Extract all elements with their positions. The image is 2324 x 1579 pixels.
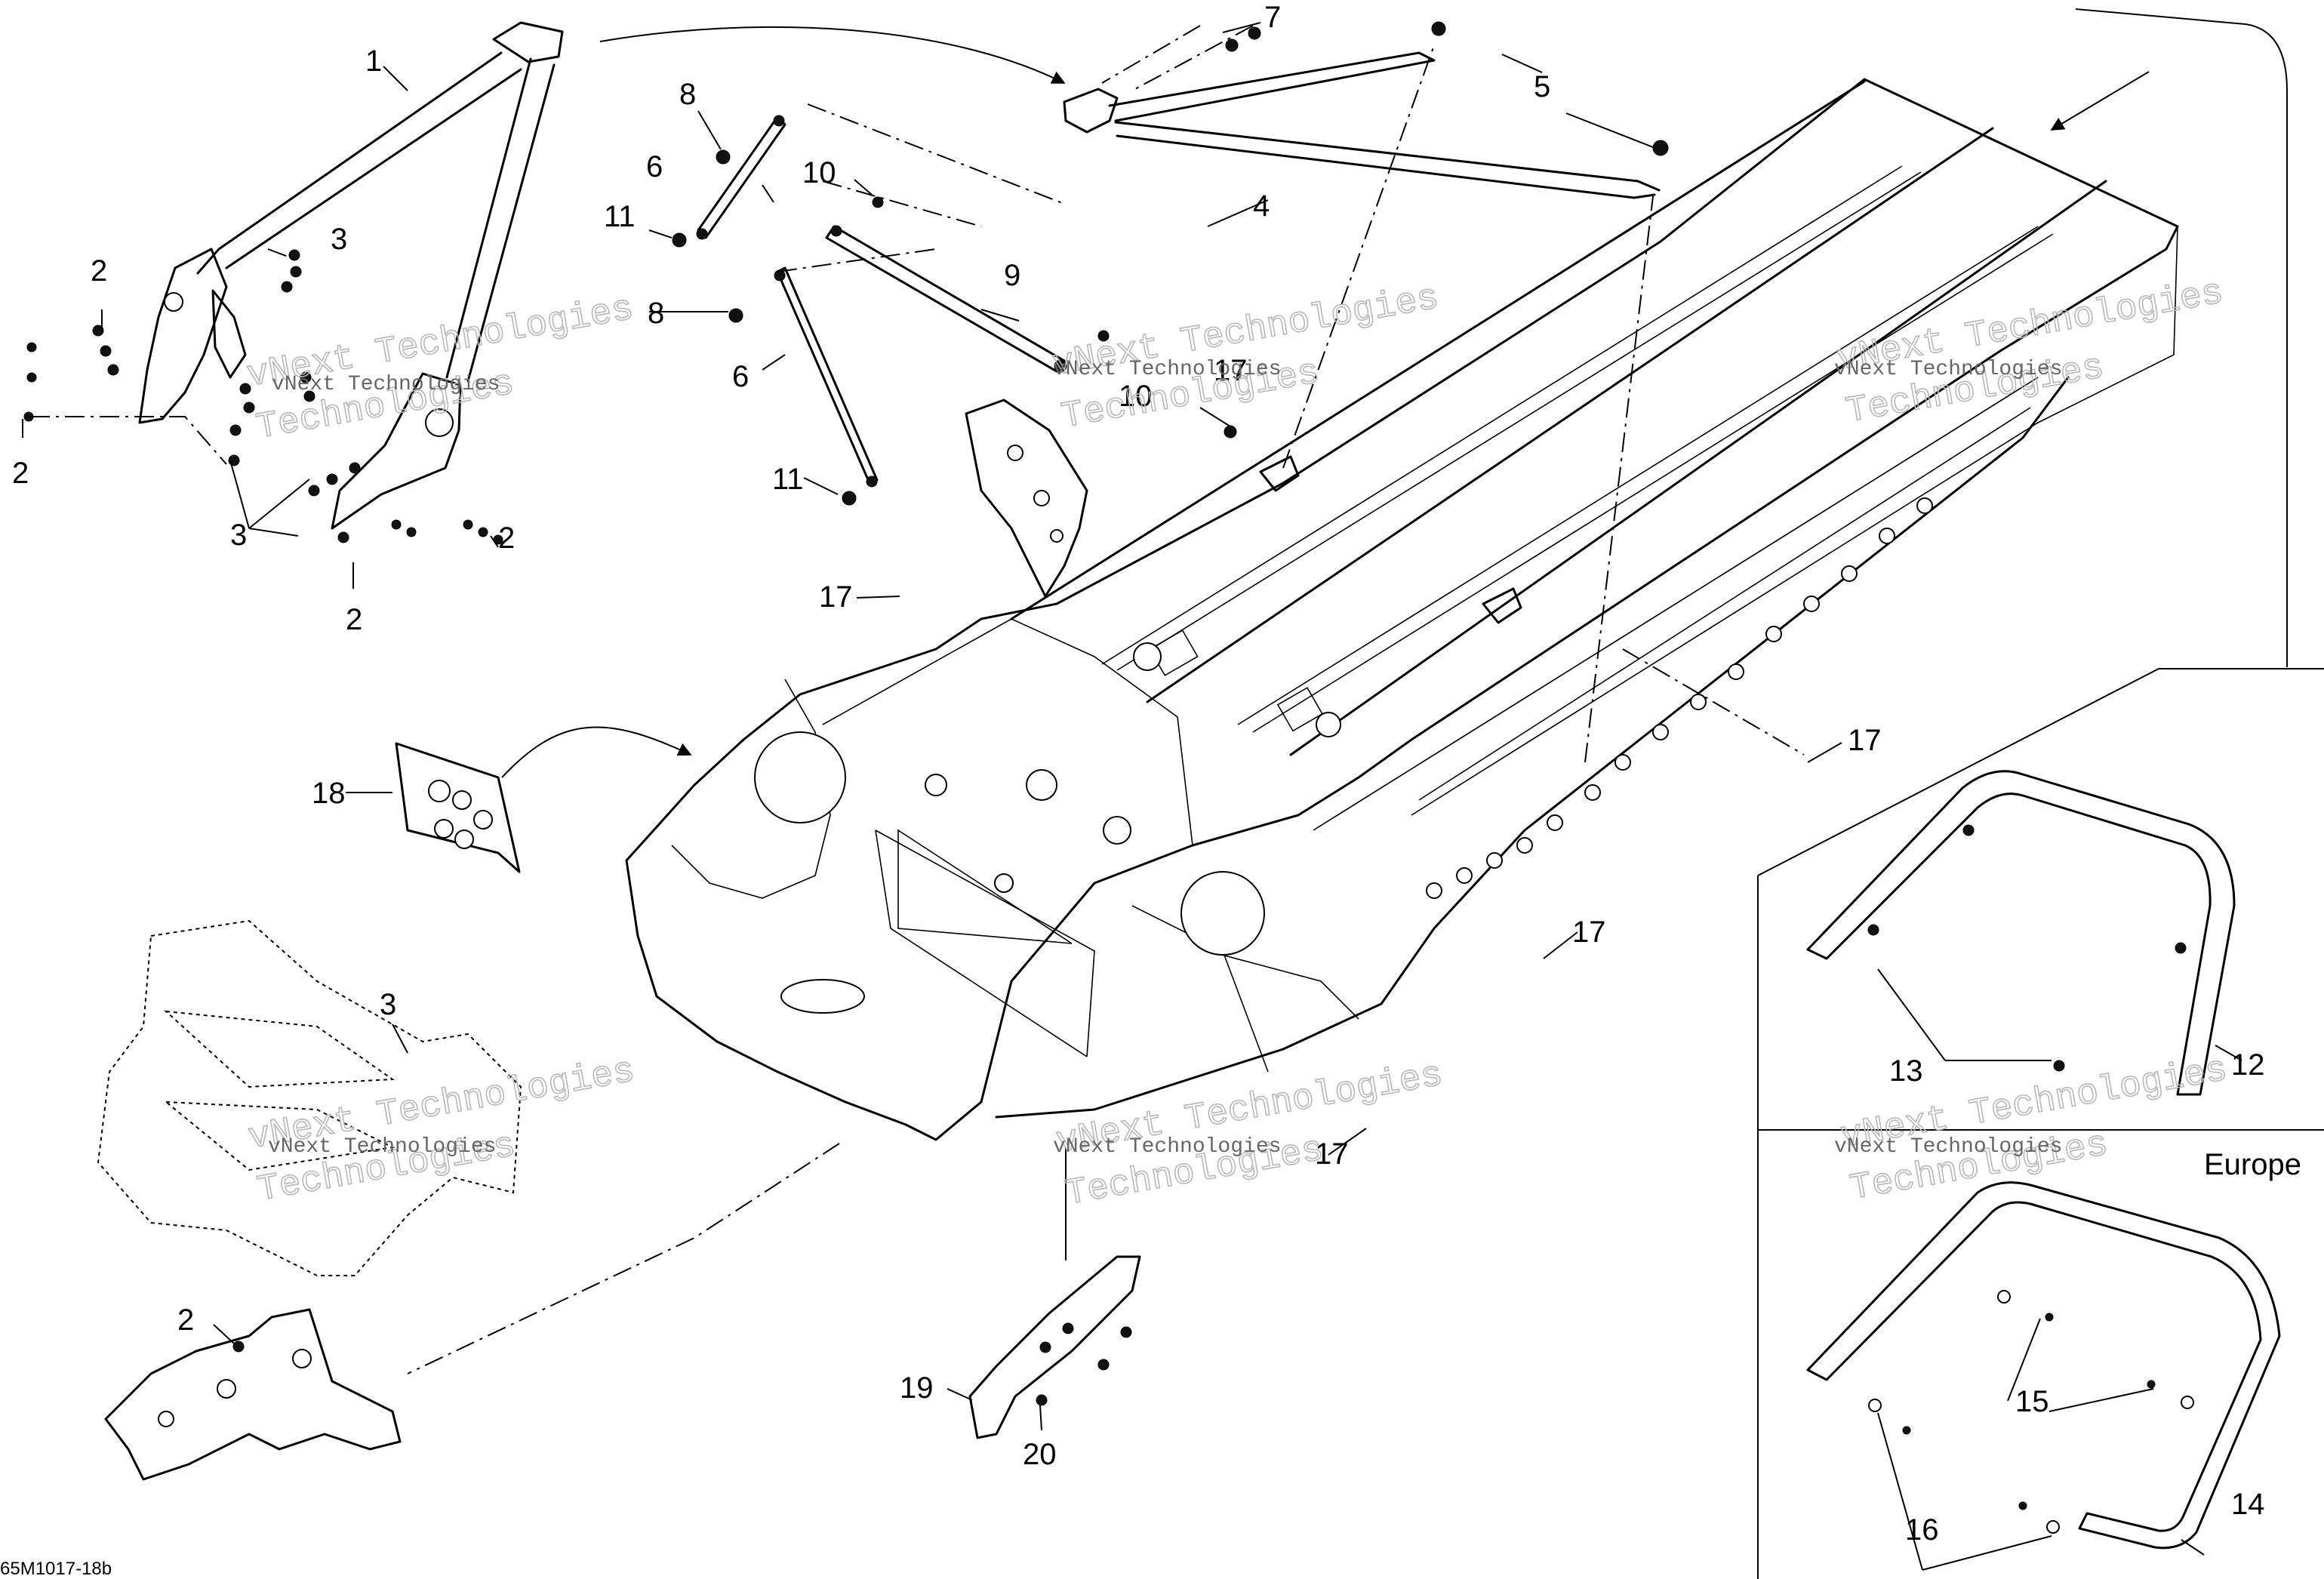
callout-13: 13 [1889, 1054, 1923, 1088]
callout-17: 17 [1848, 724, 1882, 757]
callout-2: 2 [177, 1304, 194, 1337]
callout-6: 6 [732, 360, 749, 393]
callout-16: 16 [1905, 1513, 1939, 1547]
callout-11: 11 [604, 200, 636, 233]
watermark-small: vNext Technologies [1053, 358, 1281, 381]
part-14-rear-bumper-europe [1806, 1181, 2281, 1550]
callout-2: 2 [498, 522, 515, 555]
watermarks: vNext Technologies Technologies vNext Te… [244, 272, 2231, 1215]
watermark-small: vNext Technologies [272, 373, 500, 396]
ghost-front-frame [97, 919, 522, 1276]
callout-4: 4 [1253, 189, 1270, 223]
region-label-europe: Europe [2204, 1148, 2301, 1181]
callout-14: 14 [2231, 1488, 2265, 1521]
callout-17: 17 [819, 580, 853, 614]
watermark-small: vNext Technologies [1834, 1135, 2062, 1159]
callout-10: 10 [802, 156, 836, 189]
callout-5: 5 [1534, 70, 1550, 103]
part-19-foot-rest [968, 1255, 1141, 1439]
callout-2: 2 [91, 254, 107, 288]
callout-12: 12 [2231, 1048, 2265, 1082]
callout-8: 8 [679, 78, 696, 111]
callout-17: 17 [1214, 354, 1248, 387]
callout-1: 1 [365, 45, 382, 78]
callout-3: 3 [230, 519, 247, 552]
callout-19: 19 [900, 1371, 934, 1405]
steering-bracket [965, 399, 1088, 598]
callout-2: 2 [346, 603, 362, 636]
callout-2: 2 [12, 457, 29, 490]
callout-3: 3 [331, 223, 347, 256]
callout-7: 7 [1264, 1, 1281, 34]
drawing-code: 65M1017-18b [0, 1559, 112, 1579]
callout-6: 6 [646, 150, 663, 183]
callout-15: 15 [2015, 1385, 2049, 1418]
left-fasteners [23, 249, 503, 545]
part-4-rear-upper-bar [1063, 21, 1669, 199]
callout-18: 18 [312, 777, 346, 810]
callout-10: 10 [1119, 380, 1153, 413]
part-12-rear-bumper [1806, 770, 2236, 1096]
lower-left-bracket [104, 1308, 402, 1481]
tunnel-chassis [625, 78, 2179, 1141]
callout-17: 17 [1572, 916, 1606, 949]
part-6-9-struts [672, 115, 1237, 506]
tunnel-brackets [1259, 455, 1522, 624]
callout-3: 3 [380, 988, 396, 1021]
watermark-small: vNext Technologies [1834, 358, 2062, 381]
callout-11: 11 [772, 463, 804, 496]
callout-20: 20 [1023, 1438, 1057, 1471]
callout-17: 17 [1315, 1137, 1349, 1171]
watermark-small: vNext Technologies [268, 1135, 496, 1159]
callout-8: 8 [648, 297, 664, 330]
part-18-plate [395, 742, 521, 873]
callout-9: 9 [1004, 259, 1020, 292]
watermark-small: vNext Technologies [1053, 1135, 1281, 1159]
part-1-upper-column-frame [138, 21, 564, 530]
inset-frames [1757, 8, 2324, 1579]
